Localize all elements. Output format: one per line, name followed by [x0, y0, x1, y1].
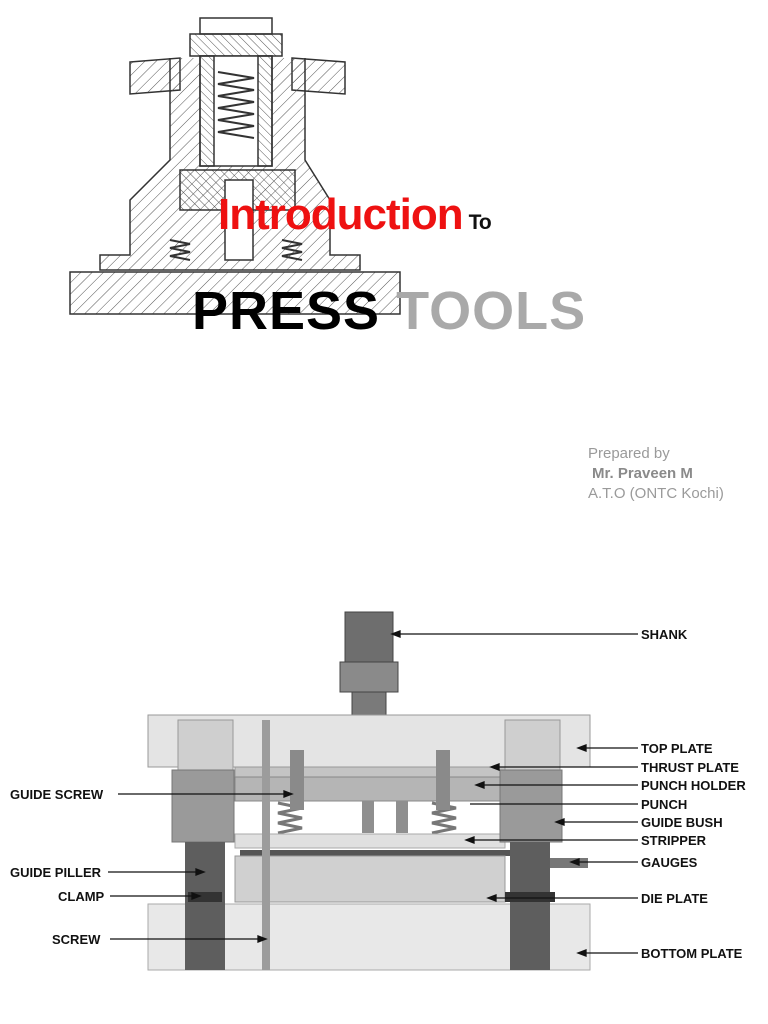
- label-screw: SCREW: [52, 932, 101, 947]
- label-top-plate: TOP PLATE: [641, 741, 713, 756]
- label-guide-bush: GUIDE BUSH: [641, 815, 723, 830]
- label-die-plate: DIE PLATE: [641, 891, 708, 906]
- assembly-parts: [147, 611, 591, 971]
- label-thrust-plate: THRUST PLATE: [641, 760, 739, 775]
- label-guide-piller: GUIDE PILLER: [10, 865, 102, 880]
- label-clamp: CLAMP: [58, 889, 105, 904]
- press-tool-assembly-diagram: SHANK TOP PLATE THRUST PLATE PUNCH HOLDE…: [10, 611, 746, 971]
- prepared-by-text: Prepared by: [588, 445, 670, 462]
- title-tools-word: TOOLS: [396, 281, 587, 341]
- author-designation: A.T.O (ONTC Kochi): [588, 485, 724, 502]
- label-stripper: STRIPPER: [641, 833, 707, 848]
- title-press-word: PRESS: [192, 281, 381, 341]
- label-gauges: GAUGES: [641, 855, 698, 870]
- sectional-drawing-image: [69, 17, 401, 315]
- diagram-label-group: SHANK TOP PLATE THRUST PLATE PUNCH HOLDE…: [10, 627, 746, 961]
- author-name: Mr. Praveen M: [592, 465, 693, 482]
- title-intro-word: Introduction: [218, 190, 464, 239]
- label-guide-screw: GUIDE SCREW: [10, 787, 104, 802]
- title-to-word: To: [468, 211, 492, 234]
- label-punch-holder: PUNCH HOLDER: [641, 778, 746, 793]
- title-press-tools: PRESS TOOLS: [192, 280, 586, 342]
- label-bottom-plate: BOTTOM PLATE: [641, 946, 743, 961]
- credits-block: Prepared by Mr. Praveen M A.T.O (ONTC Ko…: [588, 444, 724, 504]
- label-punch: PUNCH: [641, 797, 687, 812]
- label-shank: SHANK: [641, 627, 688, 642]
